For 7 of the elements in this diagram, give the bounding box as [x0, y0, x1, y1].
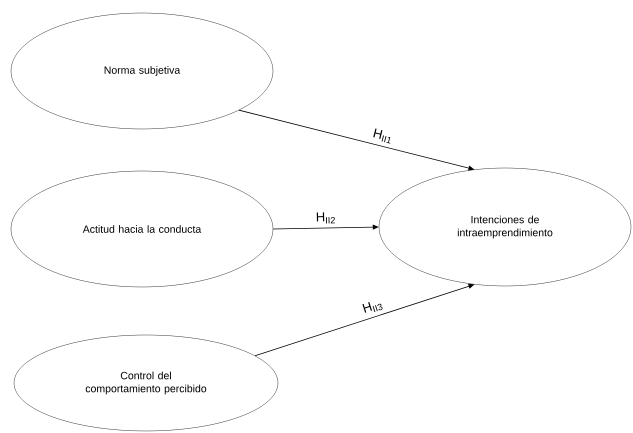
edge-label: H$_{II3}$: [362, 302, 383, 313]
ellipse-node: Norma subjetiva: [10, 12, 274, 130]
ellipse-node: Control del comportamiento percibido: [14, 334, 278, 432]
ellipse-node: Intenciones de intraemprendimiento: [378, 168, 632, 286]
ellipse-node: Actitud hacia la conducta: [10, 170, 274, 288]
edge-label: H$_{II2}$: [316, 212, 335, 224]
edge-label: H$_{II1}$: [373, 128, 390, 144]
